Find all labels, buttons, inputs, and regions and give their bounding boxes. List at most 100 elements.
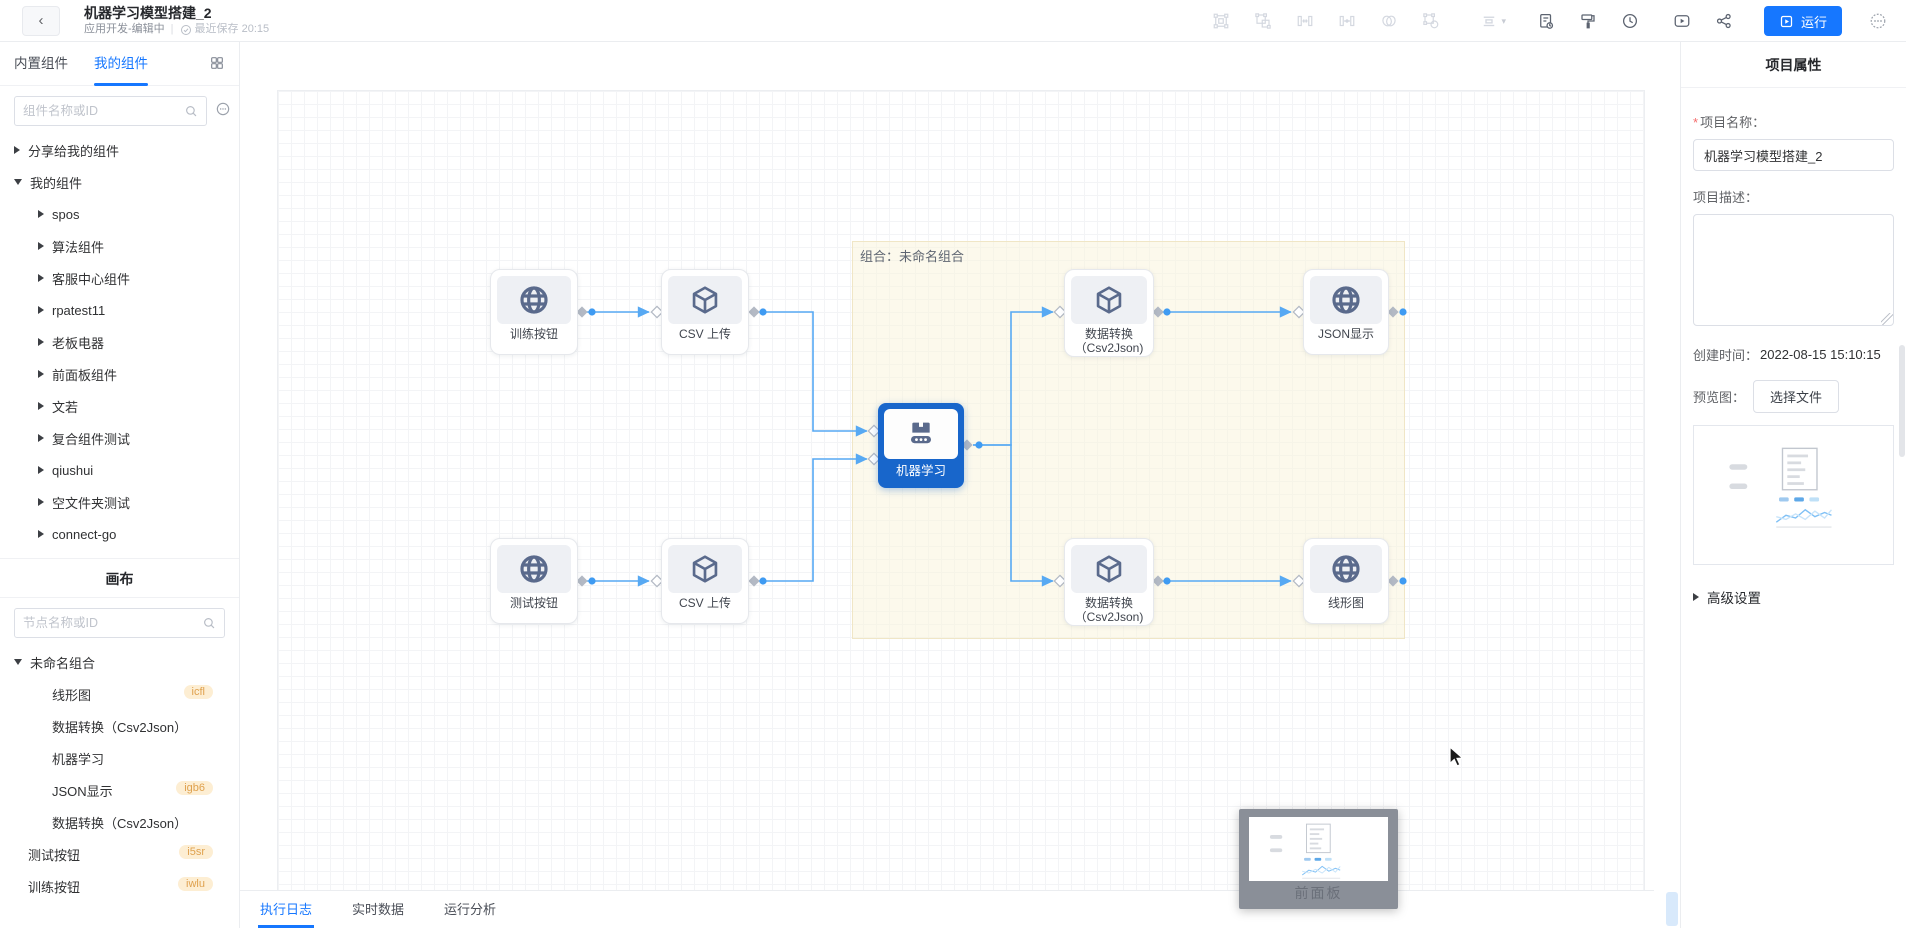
bottom-tab-2[interactable]: 运行分析 bbox=[444, 902, 497, 917]
tree-item[interactable]: connect-go bbox=[0, 518, 239, 550]
tree-item[interactable]: rpatest11 bbox=[0, 294, 239, 326]
node-id-badge: icfl bbox=[183, 685, 213, 699]
chevron-right-icon[interactable] bbox=[38, 402, 44, 410]
sidebar-tabs: 内置组件 我的组件 bbox=[0, 42, 239, 86]
flow-node-train-button[interactable]: 训练按钮 bbox=[490, 269, 578, 355]
flow-node-test-button[interactable]: 测试按钮 bbox=[490, 538, 578, 624]
grid-view-icon[interactable] bbox=[209, 55, 225, 76]
component-search-input[interactable] bbox=[23, 104, 184, 118]
more-options-icon[interactable] bbox=[1868, 11, 1888, 31]
tree-item[interactable]: 分享给我的组件 bbox=[0, 134, 239, 166]
chevron-right-icon[interactable] bbox=[38, 466, 44, 474]
chevron-right-icon[interactable] bbox=[38, 434, 44, 442]
chevron-right-icon[interactable] bbox=[38, 530, 44, 538]
created-time-label: 创建时间： bbox=[1693, 348, 1759, 363]
chevron-right-icon[interactable] bbox=[38, 274, 44, 282]
preview-image-label: 预览图： bbox=[1693, 390, 1746, 405]
front-panel-label: 前面板 bbox=[1294, 885, 1343, 901]
tree-item[interactable]: 空文件夹测试 bbox=[0, 486, 239, 518]
run-button[interactable]: 运行 bbox=[1763, 6, 1842, 36]
flow-node-csv-upload-bottom[interactable]: CSV 上传 bbox=[661, 538, 749, 624]
tree-item[interactable]: 复合组件测试 bbox=[0, 422, 239, 454]
share-icon[interactable] bbox=[1714, 11, 1734, 31]
back-button[interactable]: ‹ bbox=[22, 5, 60, 36]
flow-node-machine-learning[interactable]: 机器学习 bbox=[878, 403, 964, 488]
node-search-input[interactable] bbox=[23, 616, 202, 630]
chevron-right-icon[interactable] bbox=[38, 210, 44, 218]
group-label: 组合：未命名组合 bbox=[860, 249, 965, 264]
project-name-input[interactable] bbox=[1693, 139, 1894, 171]
bottom-tab-1[interactable]: 实时数据 bbox=[352, 902, 405, 917]
globe-icon bbox=[497, 545, 571, 593]
collapse-all-icon[interactable] bbox=[215, 101, 231, 122]
preview-image-box bbox=[1693, 425, 1894, 565]
tree-item[interactable]: 前面板组件 bbox=[0, 358, 239, 390]
node-label: JSON显示 bbox=[1317, 327, 1374, 341]
canvas-scrollbar[interactable] bbox=[1666, 892, 1678, 926]
chevron-right-icon[interactable] bbox=[38, 498, 44, 506]
node-label: 数据转换（Csv2Json) bbox=[1074, 596, 1144, 624]
chevron-right-icon[interactable] bbox=[38, 306, 44, 314]
flow-node-csv2json-top[interactable]: 数据转换（Csv2Json) bbox=[1064, 269, 1154, 357]
node-label: 线形图 bbox=[1327, 596, 1364, 610]
chevron-right-icon bbox=[1693, 593, 1699, 601]
chevron-right-icon[interactable] bbox=[38, 242, 44, 250]
globe-icon bbox=[497, 276, 571, 324]
node-label: CSV 上传 bbox=[678, 596, 731, 610]
tree-item[interactable]: 文若 bbox=[0, 390, 239, 422]
expand-horizontal-icon bbox=[1295, 11, 1315, 31]
format-paint-icon[interactable] bbox=[1578, 11, 1598, 31]
chevron-right-icon[interactable] bbox=[38, 370, 44, 378]
mini-line-chart bbox=[1775, 508, 1833, 528]
chevron-down-icon[interactable] bbox=[14, 179, 22, 185]
tree-item-label: 测试按钮 bbox=[28, 847, 81, 863]
flow-node-csv2json-bottom[interactable]: 数据转换（Csv2Json) bbox=[1064, 538, 1154, 626]
tree-item-label: 老板电器 bbox=[52, 335, 105, 351]
component-search-row bbox=[0, 86, 239, 134]
chevron-right-icon[interactable] bbox=[14, 146, 20, 154]
bottom-tab-0[interactable]: 执行日志 bbox=[258, 899, 315, 928]
tree-item[interactable]: 我的组件 bbox=[0, 166, 239, 198]
save-status: 最近保存 20:15 bbox=[180, 23, 269, 36]
tree-item[interactable]: spos bbox=[0, 198, 239, 230]
header: ‹ 机器学习模型搭建_2 应用开发-编辑中 | 最近保存 20:15 ▾ 运行 bbox=[0, 0, 1906, 42]
history-icon[interactable] bbox=[1620, 11, 1640, 31]
choose-file-button[interactable]: 选择文件 bbox=[1753, 380, 1840, 413]
tree-item[interactable]: 算法组件 bbox=[0, 230, 239, 262]
tree-item[interactable]: 数据转换（Csv2Json） bbox=[0, 806, 239, 838]
flow-node-json-display[interactable]: JSON显示 bbox=[1303, 269, 1389, 355]
page-title: 机器学习模型搭建_2 bbox=[84, 5, 212, 22]
project-desc-textarea[interactable] bbox=[1693, 214, 1894, 326]
tree-item[interactable]: 客服中心组件 bbox=[0, 262, 239, 294]
panel-scrollbar[interactable] bbox=[1899, 345, 1905, 457]
chevron-right-icon[interactable] bbox=[38, 338, 44, 346]
marquee-select-icon bbox=[1211, 11, 1231, 31]
mini-button bbox=[1729, 464, 1748, 470]
front-panel-window[interactable]: 前面板 bbox=[1239, 809, 1398, 909]
tree-item[interactable]: 机器学习 bbox=[0, 742, 239, 774]
run-log-icon[interactable] bbox=[1536, 11, 1556, 31]
video-tutorial-icon[interactable] bbox=[1672, 11, 1692, 31]
flow-node-csv-upload-top[interactable]: CSV 上传 bbox=[661, 269, 749, 355]
sidebar-tab-mine[interactable]: 我的组件 bbox=[94, 42, 148, 86]
flow-node-line-chart[interactable]: 线形图 bbox=[1303, 538, 1389, 624]
caret-down-icon: ▾ bbox=[1501, 15, 1506, 26]
tree-item[interactable]: qiushui bbox=[0, 454, 239, 486]
tree-item-label: 数据转换（Csv2Json） bbox=[52, 719, 188, 735]
project-properties-panel: 项目属性 *项目名称： 项目描述： 创建时间： 2022-08-15 15:10… bbox=[1680, 42, 1906, 928]
tree-item[interactable]: 老板电器 bbox=[0, 326, 239, 358]
sidebar-tab-builtin[interactable]: 内置组件 bbox=[14, 55, 68, 71]
chevron-down-icon[interactable] bbox=[14, 659, 22, 665]
tree-item[interactable]: 未命名组合 bbox=[0, 646, 239, 678]
search-icon[interactable] bbox=[184, 104, 198, 118]
advanced-settings-toggle[interactable]: 高级设置 bbox=[1693, 587, 1894, 607]
tree-item[interactable]: 数据转换（Csv2Json） bbox=[0, 710, 239, 742]
search-icon[interactable] bbox=[202, 616, 216, 630]
